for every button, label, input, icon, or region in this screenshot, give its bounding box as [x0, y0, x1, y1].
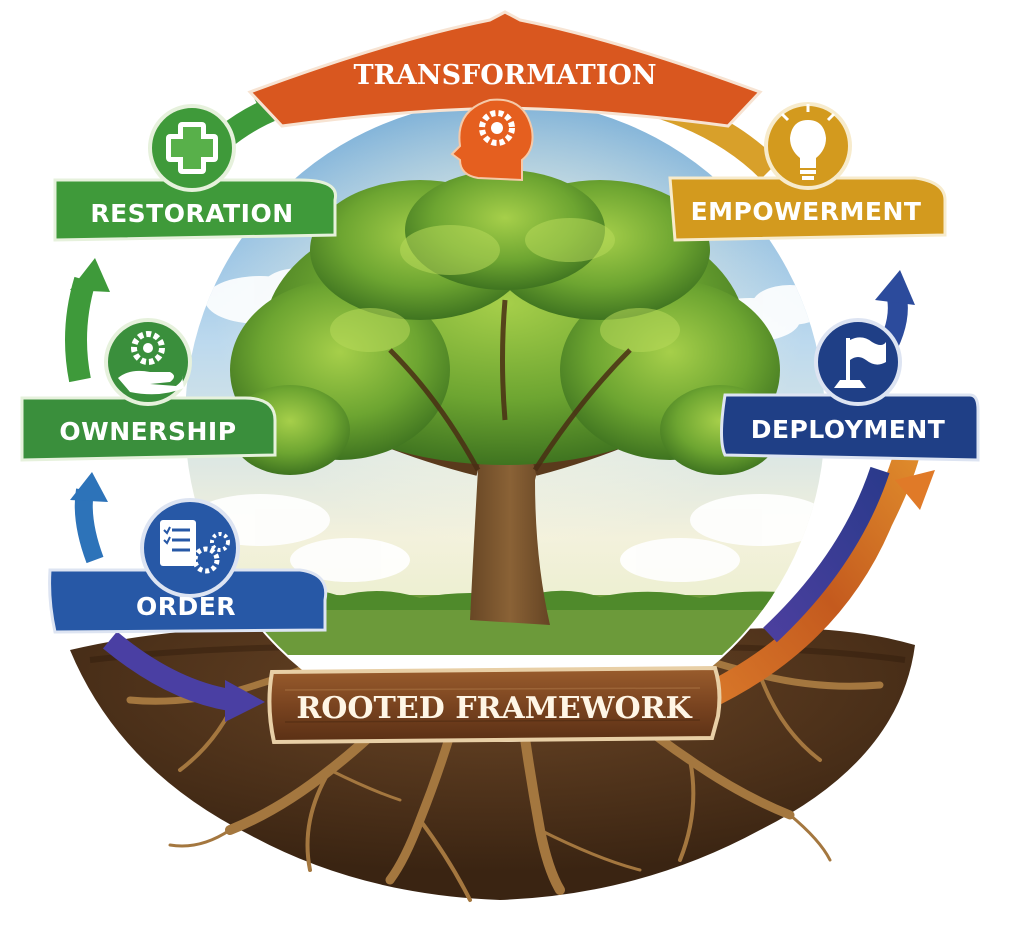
- stage-empowerment: EMPOWERMENT: [668, 102, 947, 242]
- checklist-gears-icon: [160, 520, 230, 574]
- hand-gear-icon: [118, 331, 184, 395]
- head-gear-icon: [450, 98, 534, 182]
- roots: [126, 604, 884, 902]
- stage-transformation: TRANSFORMATION: [247, 10, 763, 182]
- stage-order: ORDER: [48, 498, 328, 634]
- medical-cross-icon: [166, 122, 218, 174]
- stage-order-label: ORDER: [136, 592, 236, 621]
- stage-deployment-label: DEPLOYMENT: [751, 415, 946, 444]
- stage-deployment: DEPLOYMENT: [720, 318, 980, 462]
- stage-transformation-label: TRANSFORMATION: [353, 60, 656, 91]
- stage-ownership-label: OWNERSHIP: [59, 417, 236, 446]
- stage-ownership: OWNERSHIP: [20, 318, 277, 462]
- stage-restoration: RESTORATION: [53, 104, 338, 242]
- rooted-framework-banner: ROOTED FRAMEWORK: [267, 665, 722, 745]
- stage-empowerment-label: EMPOWERMENT: [691, 197, 922, 226]
- lightbulb-icon: [780, 104, 836, 180]
- flag-icon: [834, 337, 886, 388]
- stage-restoration-label: RESTORATION: [90, 199, 293, 228]
- center-label: ROOTED FRAMEWORK: [296, 691, 692, 726]
